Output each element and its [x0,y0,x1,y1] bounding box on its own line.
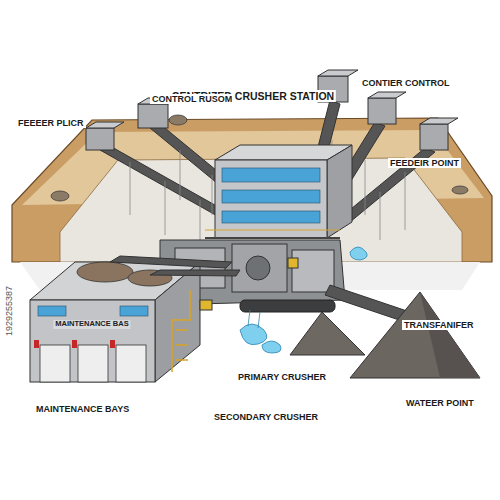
part-label: PRIMARY CRUSHER [236,372,328,382]
part-label: WATEER POINT [404,398,476,408]
part-label: FEEDEIR POINT [388,158,461,168]
part-label: CONTROL RUSOM [150,94,234,104]
building-sign: MAINTENANCE BAS [53,320,130,329]
part-label: TRANSFANIFER [402,320,476,330]
part-label: SECONDARY CRUSHER [212,412,320,422]
part-label: MAINTENANCE BAYS [34,404,131,414]
part-label: FEEEER PLICR [16,118,86,128]
part-label: CONTIER CONTROL [360,78,452,88]
watermark: 1929255387 [4,284,14,338]
